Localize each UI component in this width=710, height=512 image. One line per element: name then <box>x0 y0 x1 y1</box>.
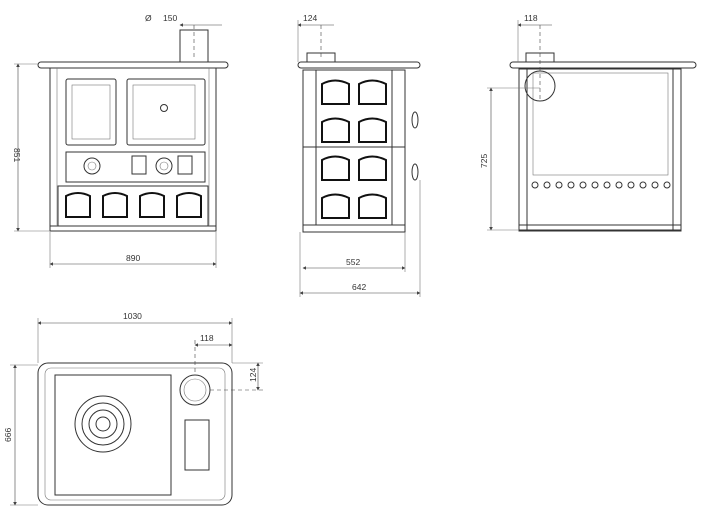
vent-row <box>531 181 671 189</box>
top-view: 1030 118 124 666 <box>3 311 263 506</box>
firebox-lid <box>184 419 210 471</box>
air-vent <box>83 157 101 175</box>
width-dimension-label: 890 <box>126 253 140 263</box>
height-dimension-label: 851 <box>12 148 22 162</box>
drawer-panels <box>65 192 202 218</box>
air-vent <box>155 157 173 175</box>
cooktop-plate <box>54 374 172 496</box>
front-view: Ø 150 851 890 <box>12 13 229 268</box>
firebox-door <box>65 78 117 146</box>
total-depth-label: 642 <box>352 282 366 292</box>
body-depth-label: 552 <box>346 257 360 267</box>
top-width-label: 1030 <box>123 311 142 321</box>
oven-door <box>126 78 206 146</box>
hotplate-rings <box>74 395 132 453</box>
side-flue-offset-label: 124 <box>303 13 317 23</box>
side-view: 124 552 642 <box>297 13 421 297</box>
flue-diameter-label: 150 <box>163 13 177 23</box>
top-depth-label: 666 <box>3 428 13 442</box>
back-view: 118 725 <box>479 13 697 232</box>
top-flue-offset-y-label: 124 <box>248 368 258 382</box>
top-rail <box>37 61 229 69</box>
flue-diameter-symbol: Ø <box>145 13 152 23</box>
thermometer <box>160 104 168 112</box>
back-flue-offset-label: 118 <box>524 13 538 23</box>
flue-height-label: 725 <box>479 154 489 168</box>
top-flue-outlet <box>179 374 211 406</box>
side-panels <box>321 79 387 219</box>
top-flue-offset-x-label: 118 <box>200 333 214 343</box>
